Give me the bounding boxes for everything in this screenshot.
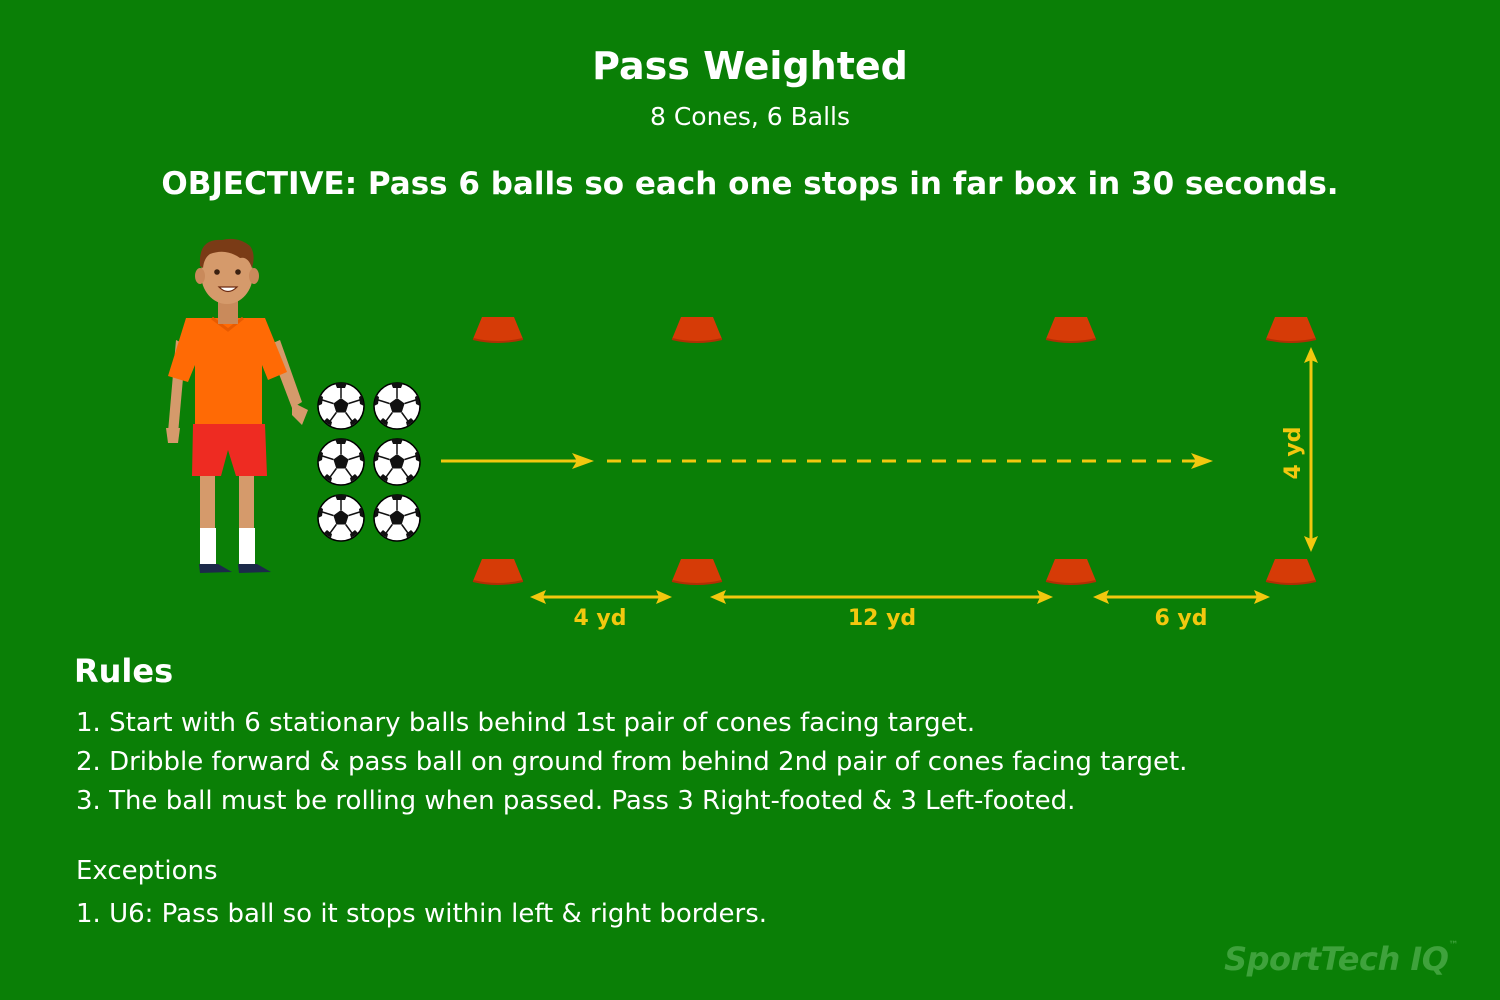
pass-arrow — [607, 453, 1213, 469]
soccer-ball-icon — [373, 382, 421, 430]
exceptions-list: 1. U6: Pass ball so it stops within left… — [76, 896, 767, 932]
cones — [472, 316, 1317, 585]
soccer-ball-icon — [373, 494, 421, 542]
dimension-arrows — [530, 347, 1318, 604]
rule-item: 1. Start with 6 stationary balls behind … — [76, 708, 976, 738]
cone-icon — [1045, 316, 1097, 343]
soccer-ball-icon — [373, 438, 421, 486]
rules-list: 1. Start with 6 stationary balls behind … — [76, 704, 1187, 821]
cone-icon — [472, 316, 524, 343]
rule-item: 2. Dribble forward & pass ball on ground… — [76, 747, 1188, 777]
cone-icon — [472, 558, 524, 585]
objective-text: OBJECTIVE: Pass 6 balls so each one stop… — [161, 166, 1339, 202]
equipment-subtitle: 8 Cones, 6 Balls — [650, 102, 850, 131]
cone-icon — [1045, 558, 1097, 585]
brand-logo: SportTech IQ™ — [1224, 940, 1458, 978]
cone-icon — [671, 316, 723, 343]
gap-label-2: 12 yd — [848, 606, 916, 631]
trademark-mark: ™ — [1448, 940, 1459, 951]
rules-heading: Rules — [74, 652, 174, 690]
width-label: 4 yd — [1281, 426, 1306, 479]
exceptions-heading: Exceptions — [76, 856, 218, 886]
soccer-ball-icon — [317, 438, 365, 486]
soccer-ball-icon — [317, 382, 365, 430]
exception-item: 1. U6: Pass ball so it stops within left… — [76, 899, 768, 929]
soccer-balls — [317, 382, 421, 542]
player-figure — [166, 238, 308, 573]
cone-icon — [1265, 316, 1317, 343]
drill-title: Pass Weighted — [592, 44, 908, 88]
dribble-arrow — [441, 453, 594, 469]
cone-icon — [1265, 558, 1317, 585]
rule-item: 3. The ball must be rolling when passed.… — [76, 786, 1076, 816]
gap-label-1: 4 yd — [573, 606, 626, 631]
cone-icon — [671, 558, 723, 585]
gap-label-3: 6 yd — [1154, 606, 1207, 631]
brand-name: SportTech IQ — [1224, 940, 1449, 978]
soccer-ball-icon — [317, 494, 365, 542]
